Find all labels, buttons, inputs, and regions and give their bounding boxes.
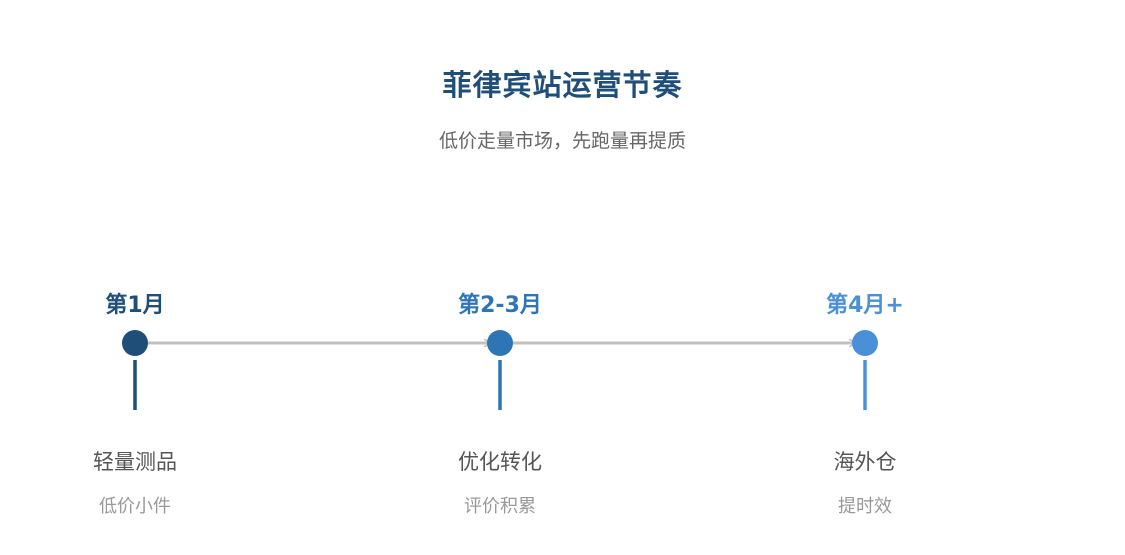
stage-label-1: 轻量测品 [93,450,177,474]
stage-label-3: 海外仓 [833,450,897,474]
page-title: 菲律宾站运营节奏 [442,68,683,102]
stage-label-2: 优化转化 [458,450,542,474]
stage-period-2: 第2-3月 [458,293,542,318]
stage-node-3 [852,330,878,356]
stage-node-1 [122,330,148,356]
stage-period-1: 第1月 [105,293,165,318]
stage-sub-2: 评价积累 [464,496,536,517]
stage-period-3: 第4月+ [826,293,904,318]
page-subtitle: 低价走量市场，先跑量再提质 [438,130,686,152]
stage-sub-1: 低价小件 [99,496,171,517]
stage-sub-3: 提时效 [838,496,892,517]
stage-node-2 [487,330,513,356]
